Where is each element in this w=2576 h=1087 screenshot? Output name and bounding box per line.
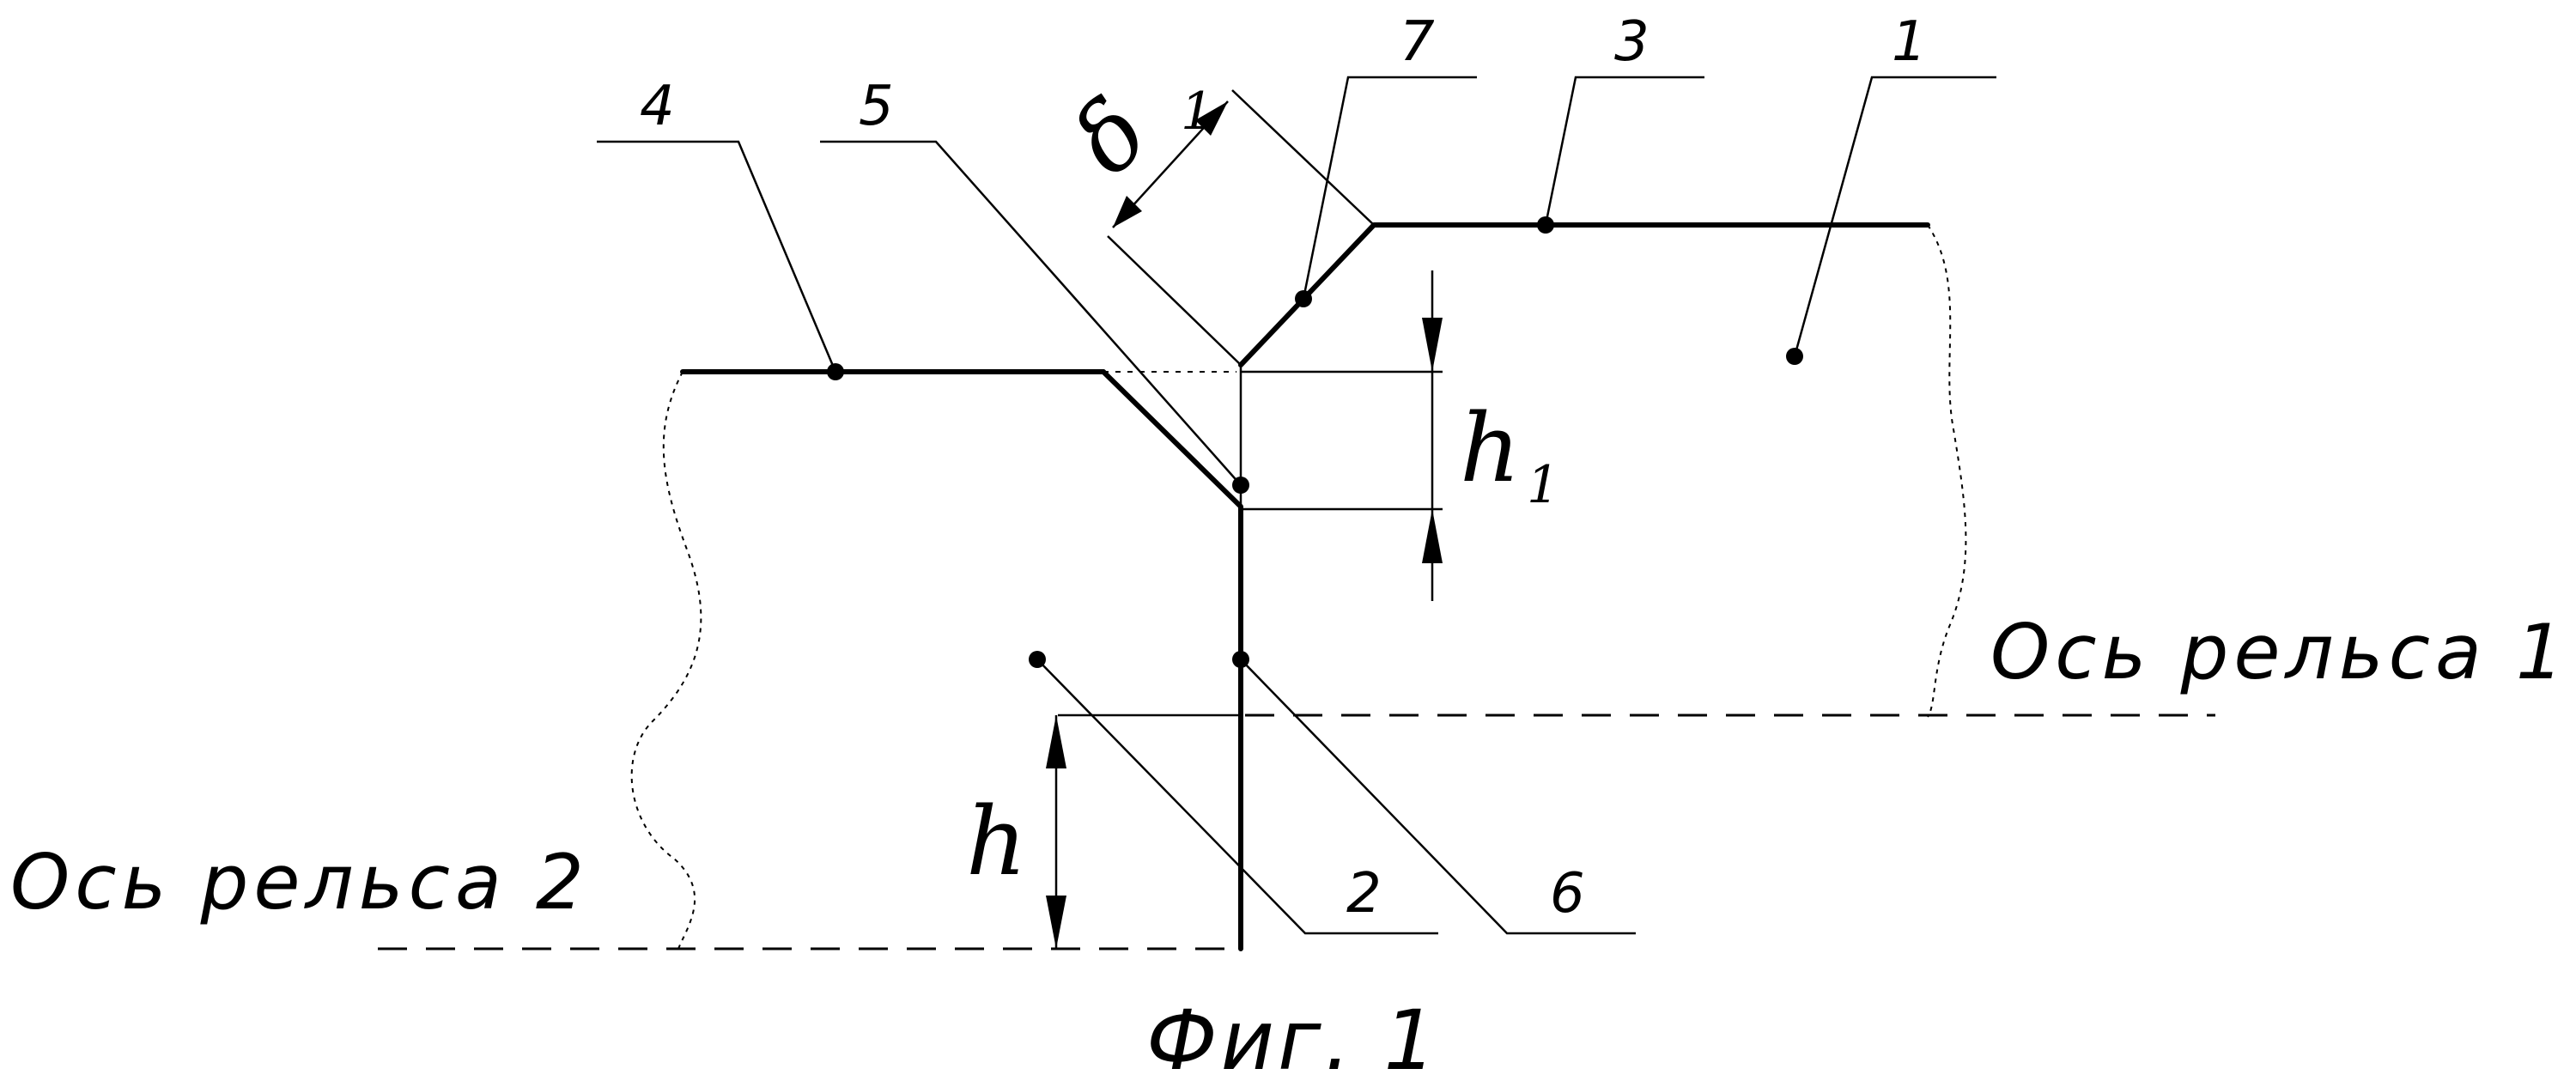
rail-2-contour bbox=[630, 369, 1243, 951]
h-dimension bbox=[1046, 714, 1241, 949]
delta-dimension bbox=[1107, 89, 1375, 366]
callout-7: 7 bbox=[1400, 10, 1435, 74]
delta-subscript: 1 bbox=[1181, 82, 1213, 142]
h-label: h bbox=[966, 786, 1027, 896]
h1-subscript: 1 bbox=[1527, 455, 1559, 515]
callout-nodes bbox=[827, 216, 1803, 668]
callout-3: 3 bbox=[1614, 10, 1649, 74]
h1-label: h bbox=[1460, 393, 1521, 503]
callout-4: 4 bbox=[640, 75, 675, 138]
axis-rail-2-label: Ось рельса 2 bbox=[10, 838, 589, 926]
callout-leaders bbox=[597, 76, 1996, 935]
figure-caption: Фиг. 1 bbox=[1146, 993, 1440, 1087]
callout-6: 6 bbox=[1550, 862, 1585, 926]
axis-rail-1-label: Ось рельса 1 bbox=[1990, 608, 2569, 696]
h1-dimension bbox=[1241, 270, 1443, 601]
callout-5: 5 bbox=[859, 75, 894, 138]
callout-1: 1 bbox=[1892, 10, 1927, 74]
rail-1-contour bbox=[1238, 222, 1967, 718]
delta-label: δ bbox=[1051, 77, 1169, 195]
callout-2: 2 bbox=[1346, 862, 1382, 926]
